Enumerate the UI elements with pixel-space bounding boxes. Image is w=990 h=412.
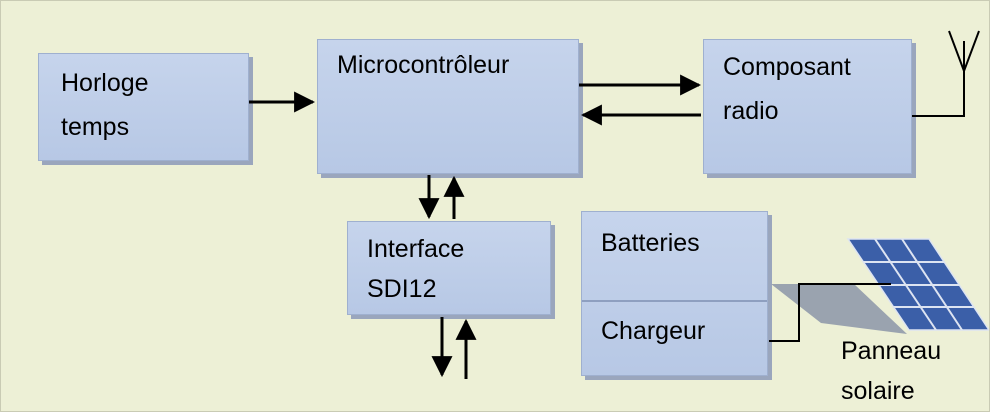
battery-charger-block bbox=[581, 211, 768, 376]
clock-block bbox=[38, 53, 249, 161]
charger-label: Chargeur bbox=[601, 317, 706, 345]
antenna-icon bbox=[912, 30, 980, 117]
radio-block bbox=[703, 39, 912, 174]
sdi12-interface-block bbox=[347, 221, 551, 315]
sdi12-label-line2: SDI12 bbox=[367, 275, 437, 303]
sdi12-label-line1: Interface bbox=[367, 235, 465, 263]
solar-panel-shadow bbox=[771, 284, 907, 334]
charger-to-solar-wire bbox=[769, 283, 891, 342]
solar-panel-label-line1: Panneau bbox=[841, 337, 942, 365]
solar-panel-label-line2: solaire bbox=[841, 377, 915, 405]
microcontroller-label: Microcontrôleur bbox=[337, 51, 510, 79]
radio-label-line1: Composant bbox=[723, 53, 851, 81]
batteries-label: Batteries bbox=[601, 229, 700, 257]
solar-panel-icon bbox=[846, 238, 989, 331]
microcontroller-block bbox=[317, 39, 579, 174]
radio-label-line2: radio bbox=[723, 97, 779, 125]
clock-label-line1: Horloge bbox=[61, 69, 149, 97]
battery-charger-divider bbox=[582, 300, 767, 302]
clock-label-line2: temps bbox=[61, 113, 130, 141]
